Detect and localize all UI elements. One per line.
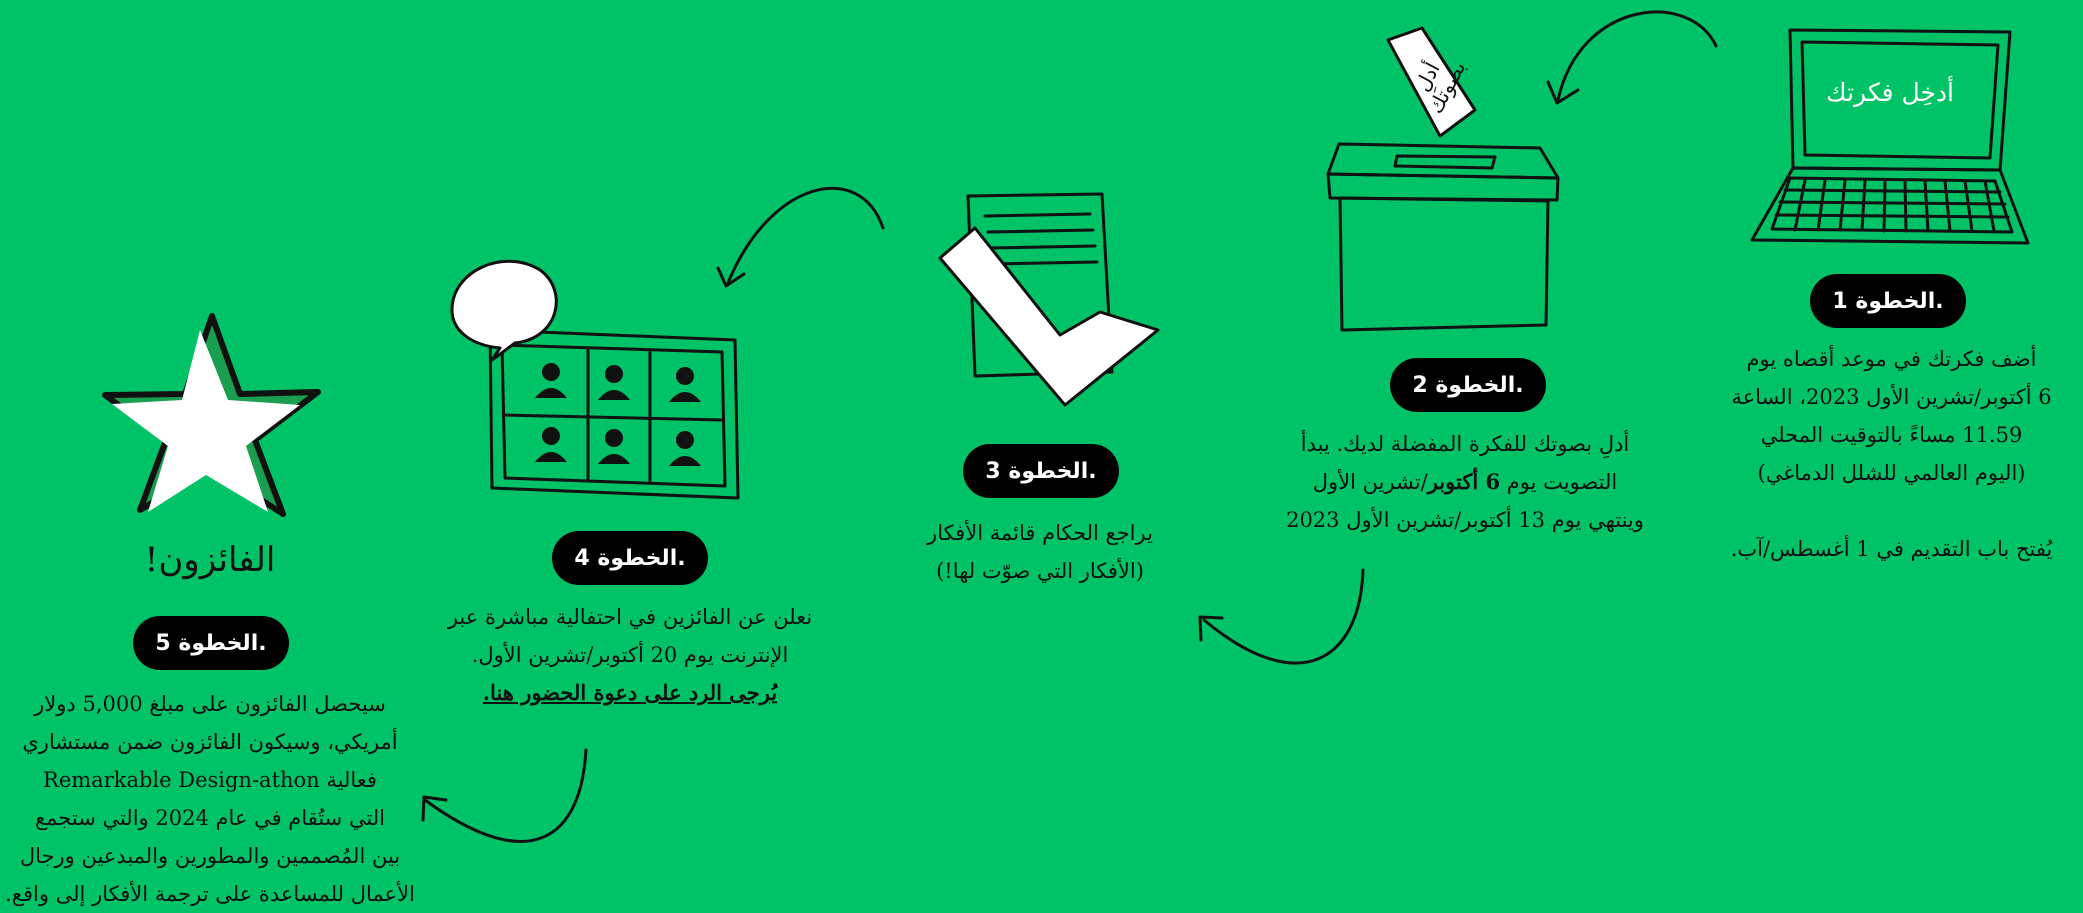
desc-line: 6 أكتوبر/تشرين الأول 2023، الساعة — [1731, 385, 2052, 409]
video-call-icon — [450, 259, 740, 500]
desc-line: بين المُصممين والمطورين والمبدعين ورجال — [19, 844, 401, 868]
desc-line: وينتهي يوم 13 أكتوبر/تشرين الأول 2023 — [1286, 508, 1644, 532]
step-1-pill: الخطوة 1. — [1810, 274, 1966, 328]
desc-text: التصويت يوم — [1500, 470, 1618, 494]
desc-line: يراجع الحكام قائمة الأفكار — [927, 521, 1153, 545]
desc-line: أمريكي، وسيكون الفائزون ضمن مستشاري — [22, 730, 398, 754]
arrow-icon — [716, 186, 885, 288]
desc-line: سيحصل الفائزون على مبلغ 5,000 دولار — [34, 692, 386, 716]
desc-line: الأعمال للمساعدة على ترجمة الأفكار إلى و… — [5, 882, 415, 906]
desc-line: (اليوم العالمي للشلل الدماغي) — [1757, 461, 2026, 485]
step-3-description: يراجع الحكام قائمة الأفكار (الأفكار التي… — [880, 514, 1200, 590]
step-4-description: نعلن عن الفائزين في احتفالية مباشرة عبر … — [420, 598, 840, 712]
arrow-icon — [1546, 10, 1718, 105]
step-3-pill: الخطوة 3. — [963, 444, 1119, 498]
desc-bold-date: 6 أكتوبر — [1427, 469, 1501, 494]
ballot-box-icon — [1326, 26, 1560, 332]
desc-line: التصويت يوم 6 أكتوبر/تشرين الأول — [1255, 463, 1675, 501]
rsvp-link[interactable]: يُرجى الرد على دعوة الحضور هنا. — [482, 680, 778, 705]
step-2-description: أدلِ بصوتك للفكرة المفضلة لديك. يبدأ الت… — [1255, 425, 1675, 539]
desc-line: الإنترنت يوم 20 أكتوبر/تشرين الأول. — [471, 643, 789, 667]
arrow-icon — [421, 748, 588, 843]
step-1-description: أضف فكرتك في موعد أقصاه يوم 6 أكتوبر/تشر… — [1700, 340, 2083, 568]
arrow-icon — [1198, 568, 1365, 665]
step-5-pill: الخطوة 5. — [133, 616, 289, 670]
desc-line: نعلن عن الفائزين في احتفالية مباشرة عبر — [447, 605, 813, 629]
desc-line: يُفتح باب التقديم في 1 أغسطس/آب. — [1730, 537, 2053, 561]
checklist-icon — [938, 192, 1160, 407]
desc-text: /تشرين الأول — [1312, 470, 1428, 494]
laptop-icon — [1750, 28, 2030, 245]
desc-line: فعالية Remarkable Design-athon — [43, 768, 377, 792]
laptop-screen-text: أدخِل فكرتك — [1826, 78, 1954, 107]
winners-title: الفائزون! — [144, 540, 276, 580]
step-2-pill: الخطوة 2. — [1390, 358, 1546, 412]
desc-line: أدلِ بصوتك للفكرة المفضلة لديك. يبدأ — [1300, 432, 1630, 456]
desc-line: التي ستُقام في عام 2024 والتي ستجمع — [34, 806, 386, 830]
desc-line: 11.59 مساءً بالتوقيت المحلي — [1760, 423, 2023, 447]
star-icon — [102, 313, 321, 517]
step-4-pill: الخطوة 4. — [552, 531, 708, 585]
step-5-description: سيحصل الفائزون على مبلغ 5,000 دولار أمري… — [0, 685, 420, 913]
desc-line: (الأفكار التي صوّت لها!) — [936, 559, 1144, 583]
desc-line: أضف فكرتك في موعد أقصاه يوم — [1746, 347, 2037, 371]
